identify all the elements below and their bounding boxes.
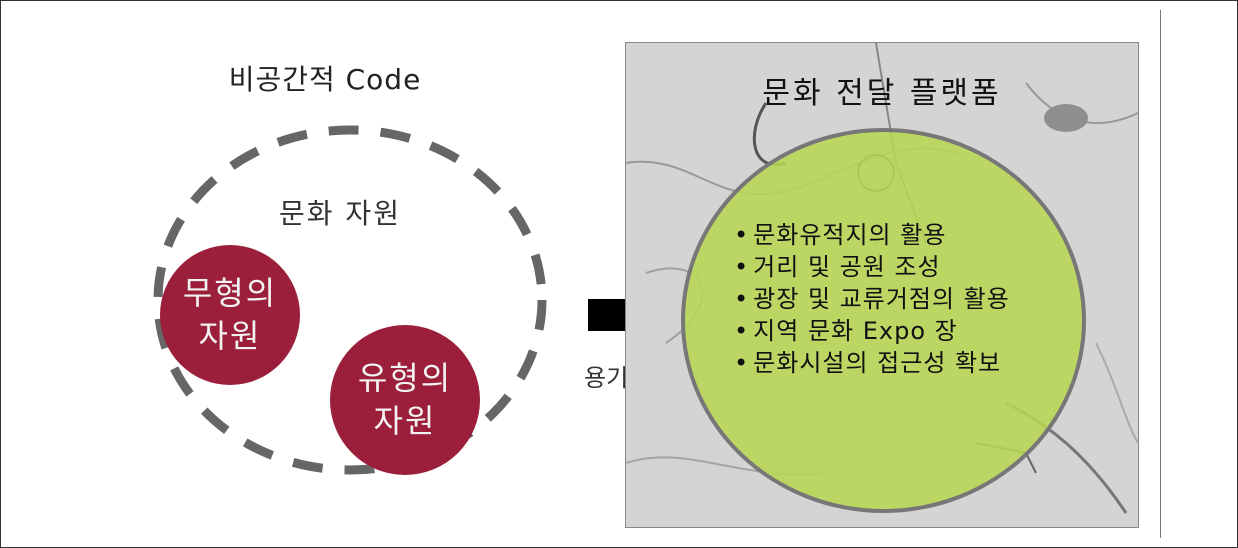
noncpatial-code-title: 비공간적 Code xyxy=(228,63,422,96)
map-background: 문화 전달 플랫폼 •문화유적지의 활용 •거리 및 공원 조성 •광장 및 교… xyxy=(625,42,1139,528)
bullet: • xyxy=(734,349,750,377)
cultural-resources-label: 문화 자원 xyxy=(279,197,401,230)
list-item: •거리 및 공원 조성 xyxy=(734,251,1094,283)
tangible-resource-circle: 유형의 자원 xyxy=(330,325,480,475)
platform-items: •문화유적지의 활용 •거리 및 공원 조성 •광장 및 교류거점의 활용 •지… xyxy=(734,219,1094,379)
bullet: • xyxy=(734,317,750,345)
list-item: •광장 및 교류거점의 활용 xyxy=(734,283,1094,315)
intangible-line-2: 자원 xyxy=(198,317,262,355)
list-item: •문화유적지의 활용 xyxy=(734,219,1094,251)
dashed-boundary xyxy=(153,125,547,475)
bullet: • xyxy=(734,221,750,249)
list-item-text: 문화시설의 접근성 확보 xyxy=(753,349,1002,377)
culture-platform-title: 문화 전달 플랫폼 xyxy=(762,76,1002,111)
list-item-text: 문화유적지의 활용 xyxy=(753,221,947,249)
bullet: • xyxy=(734,285,750,313)
list-item: •지역 문화 Expo 장 xyxy=(734,315,1094,347)
right-divider xyxy=(1160,10,1161,538)
list-item-text: 광장 및 교류거점의 활용 xyxy=(753,285,1010,313)
intangible-resource-circle: 무형의 자원 xyxy=(160,245,300,385)
intangible-line-1: 무형의 xyxy=(182,273,278,312)
list-item-text: 지역 문화 Expo 장 xyxy=(753,317,958,345)
platform-circle xyxy=(681,128,1086,513)
tangible-line-2: 자원 xyxy=(373,402,437,440)
bullet: • xyxy=(734,253,750,281)
arrow-label: 용기 xyxy=(584,364,629,392)
tangible-line-1: 유형의 xyxy=(357,358,453,397)
list-item: •문화시설의 접근성 확보 xyxy=(734,347,1094,379)
list-item-text: 거리 및 공원 조성 xyxy=(753,253,941,281)
